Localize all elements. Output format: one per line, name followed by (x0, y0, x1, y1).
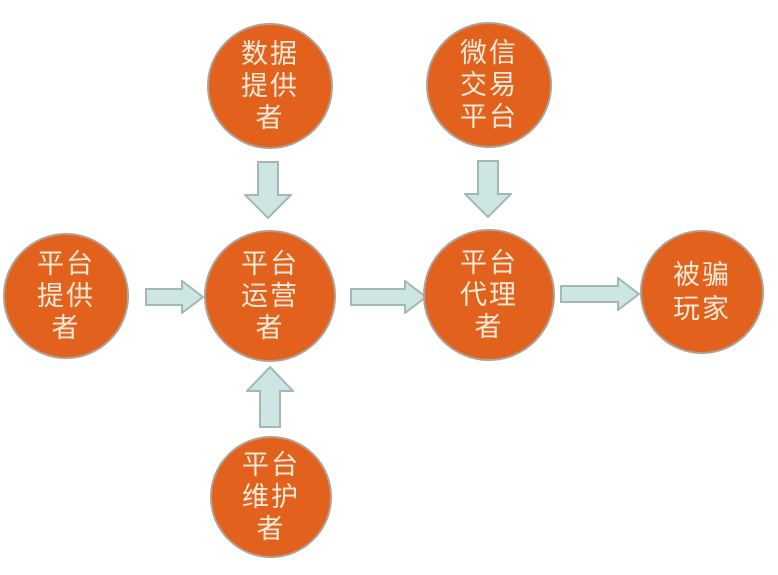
node-platform-maintainer-label: 平台 维护 者 (242, 450, 300, 544)
node-scammed-players-label: 被骗 玩家 (673, 260, 731, 324)
node-scammed-players: 被骗 玩家 (640, 230, 764, 354)
arrow-data-provider-to-operator-icon (244, 161, 292, 219)
node-wechat-trade-platform: 微信 交易 平台 (426, 22, 552, 148)
node-platform-agent: 平台 代理 者 (423, 229, 555, 361)
node-platform-agent-label: 平台 代理 者 (460, 248, 518, 342)
arrow-wechat-platform-to-agent-icon (464, 160, 512, 218)
node-platform-operator-label: 平台 运营 者 (241, 249, 299, 343)
arrow-agent-to-players-icon (560, 277, 640, 311)
arrow-provider-to-operator-icon (145, 280, 204, 314)
node-platform-operator: 平台 运营 者 (204, 230, 336, 362)
node-platform-provider-label: 平台 提供 者 (37, 249, 95, 343)
node-platform-provider: 平台 提供 者 (3, 233, 129, 359)
arrow-operator-to-agent-icon (350, 280, 427, 314)
node-wechat-trade-platform-label: 微信 交易 平台 (460, 38, 518, 132)
node-platform-maintainer: 平台 维护 者 (210, 436, 332, 558)
arrow-maintainer-to-operator-icon (246, 366, 294, 428)
node-data-provider: 数据 提供 者 (207, 23, 333, 149)
node-data-provider-label: 数据 提供 者 (241, 39, 299, 133)
